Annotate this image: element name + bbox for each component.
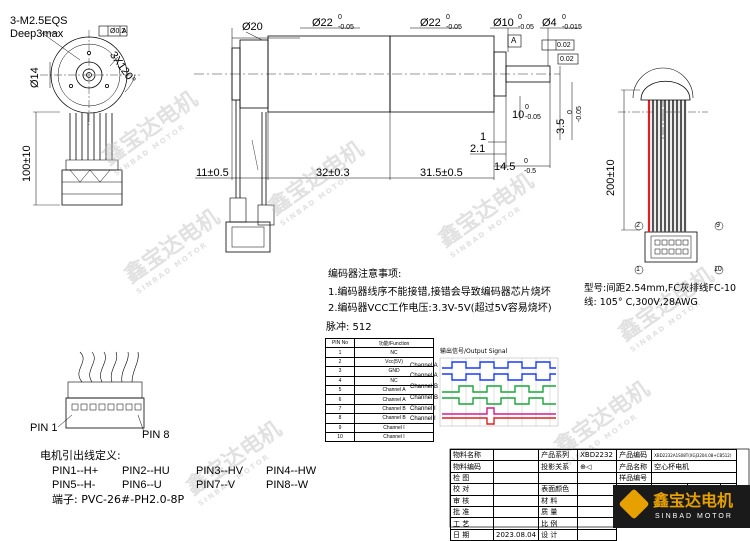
cable-spec-1: 型号:间距2.54mm,FC灰排线FC-10 [584,283,737,294]
encoder-note-2: 2.编码器VCC工作电压:3.3V-5V(超过5V容易烧坏) [328,303,552,314]
logo-mark-icon [618,488,650,520]
signal-label: Channel B [410,384,439,390]
thread-note: 3-M2.5EQS [10,15,68,27]
dim-d20: Ø20 [242,21,263,33]
dim-d4: Ø4 [542,17,557,29]
ribbon-length: 200±10 [605,159,617,196]
dim-len35: 3.5 [555,118,567,134]
company-logo: 鑫宝达电机 SINBAD MOTOR [613,485,750,528]
output-signal-waveforms [442,361,556,425]
pulse-count: 脉冲: 512 [326,322,372,333]
signal-title: 输出信号/Output Signal [440,348,508,355]
logo-en: SINBAD MOTOR [655,513,733,520]
encoder-notes-heading: 编码器注意事项: [328,269,402,280]
encoder-note-1: 1.编码器线序不能接错,接错会导致编码器芯片烧坏 [328,287,551,298]
dim-len145: 14.5 [494,161,516,173]
pin-1-label: 1 [636,266,640,273]
dim-len315: 31.5±0.5 [420,167,463,179]
dim-len1: 1 [480,131,487,143]
dia14-label: Ø14 [29,67,41,88]
tolerance-value: Ø0.2 [110,28,126,35]
ribbon-cable [647,90,687,232]
dim-len11: 11±0.5 [196,167,229,179]
terminal-spec: 端子: PVC-26#-PH2.0-8P [52,493,185,506]
dim-d22a: Ø22 [312,17,333,29]
connector-pin8: PIN 8 [142,429,170,441]
dim-d22b: Ø22 [420,17,441,29]
signal-label: Channel A [410,373,438,379]
depth-note: Deep3max [10,28,64,40]
pin-9-label: 9 [716,222,720,229]
title-block: 物料名称 产品系列 XBD2232 产品编码 XBD2232A1S08T(XGJ… [450,448,738,541]
dim-len10: 10 [512,109,525,121]
pin-table-header: 功能/Function [354,337,434,349]
signal-label: Channel I [410,416,436,422]
datum-a: A [511,36,517,45]
signal-label: Channel A [410,363,438,369]
motor-wire-heading: 电机引出线定义: [40,449,121,462]
dim-len21: 2.1 [470,143,486,155]
signal-label: Channel B [410,395,439,401]
tolerance-ref: A [122,28,127,35]
pin-table-header: PIN No [325,337,355,349]
pin-2-label: 2 [636,222,640,229]
cable-spec-2: 线: 105° C,300V,28AWG [584,297,698,308]
logo-cn: 鑫宝达电机 [653,491,734,510]
signal-label: Channel I [410,406,436,412]
left-cable-length: 100±10 [21,145,33,182]
projection-symbol: ⊕◁ [577,460,618,473]
dim-d10: Ø10 [493,17,514,29]
dim-len32: 32±0.3 [316,167,350,179]
connector-pin1: PIN 1 [30,422,58,434]
pin-10-label: 10 [714,266,722,273]
